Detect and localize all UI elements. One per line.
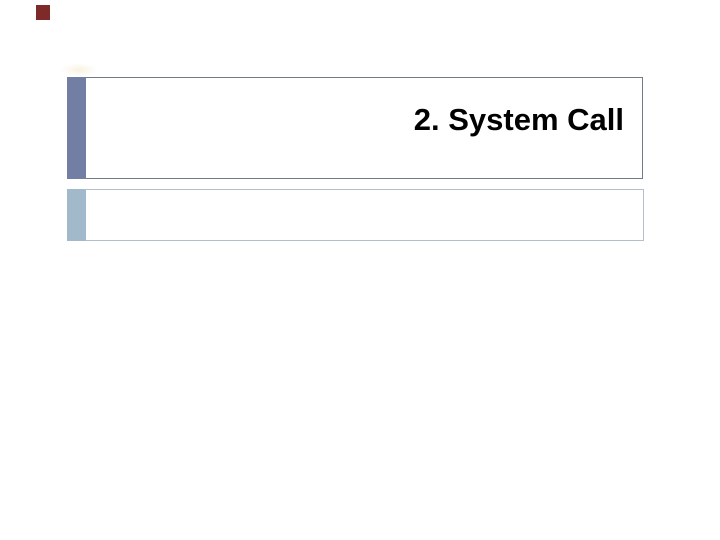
glow-artifact — [60, 63, 98, 77]
red-corner-marker — [36, 5, 50, 20]
subtitle-accent-bar — [67, 189, 86, 241]
slide-title: 2. System Call — [413, 102, 624, 137]
title-accent-bar — [67, 77, 86, 179]
title-placeholder-box: 2. System Call — [67, 77, 643, 179]
subtitle-placeholder-box — [67, 189, 644, 241]
